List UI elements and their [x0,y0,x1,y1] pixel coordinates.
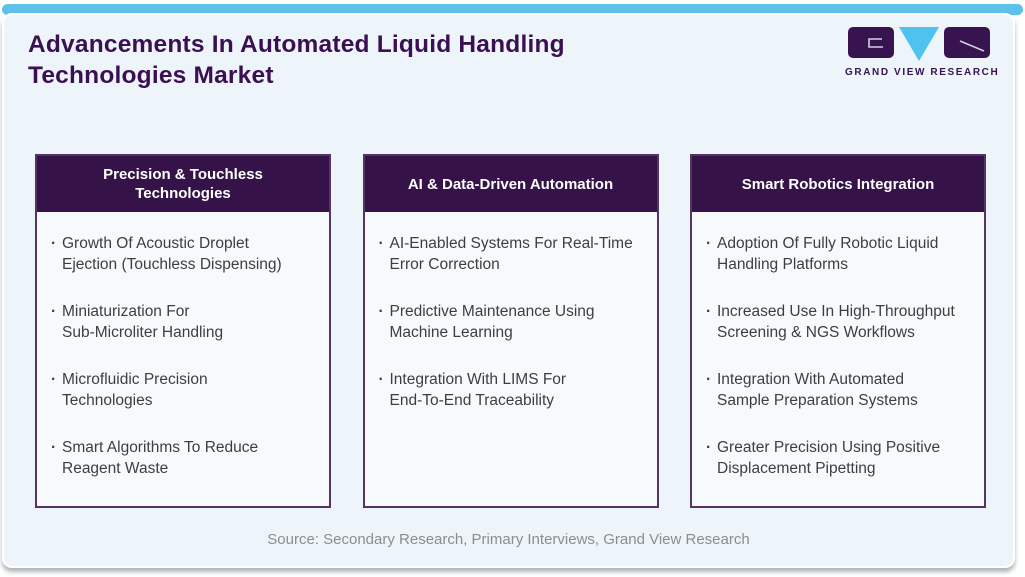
column-header: AI & Data-Driven Automation [364,156,657,212]
source-attribution: Source: Secondary Research, Primary Inte… [267,531,750,548]
bullet-item: Adoption Of Fully Robotic Liquid Handlin… [706,233,974,275]
page-title: Advancements In Automated Liquid Handlin… [28,31,565,89]
bullet-item: Growth Of Acoustic Droplet Ejection (Tou… [51,233,319,275]
bullet-item: Integration With LIMS For End-To-End Tra… [379,369,647,411]
bullet-item: Miniaturization For Sub-Microliter Handl… [51,301,319,343]
bullet-list: Growth Of Acoustic Droplet Ejection (Tou… [51,233,319,479]
bullet-item: Smart Algorithms To Reduce Reagent Waste [51,437,319,479]
logo-r-tile-icon [944,27,990,58]
bullet-item: AI-Enabled Systems For Real-Time Error C… [379,233,647,275]
column-header: Smart Robotics Integration [692,156,984,212]
top-accent-bar [2,4,1023,15]
logo-g-tile-icon [848,27,894,58]
column-header: Precision & Touchless Technologies [37,156,329,212]
column-body: Growth Of Acoustic Droplet Ejection (Tou… [37,212,329,515]
bullet-item: Microfluidic Precision Technologies [51,369,319,411]
column-smart-robotics: Smart Robotics Integration Adoption Of F… [690,154,986,508]
column-ai-automation: AI & Data-Driven Automation AI-Enabled S… [362,154,659,508]
bullet-item: Greater Precision Using Positive Displac… [706,437,974,479]
bullet-list: Adoption Of Fully Robotic Liquid Handlin… [706,233,974,479]
logo-mark [845,27,993,65]
bullet-item: Integration With Automated Sample Prepar… [706,369,974,411]
bullet-item: Increased Use In High-Throughput Screeni… [706,301,974,343]
column-body: Adoption Of Fully Robotic Liquid Handlin… [692,212,984,515]
columns-row: Precision & Touchless Technologies Growt… [35,154,986,508]
logo-v-triangle-icon [899,27,939,61]
bullet-list: AI-Enabled Systems For Real-Time Error C… [379,233,647,411]
column-body: AI-Enabled Systems For Real-Time Error C… [365,212,657,506]
main-card: Advancements In Automated Liquid Handlin… [2,13,1015,568]
grand-view-research-logo: GRAND VIEW RESEARCH [845,27,1000,78]
column-precision-touchless: Precision & Touchless Technologies Growt… [35,154,331,508]
bullet-item: Predictive Maintenance Using Machine Lea… [379,301,647,343]
logo-wordmark: GRAND VIEW RESEARCH [845,67,1000,78]
